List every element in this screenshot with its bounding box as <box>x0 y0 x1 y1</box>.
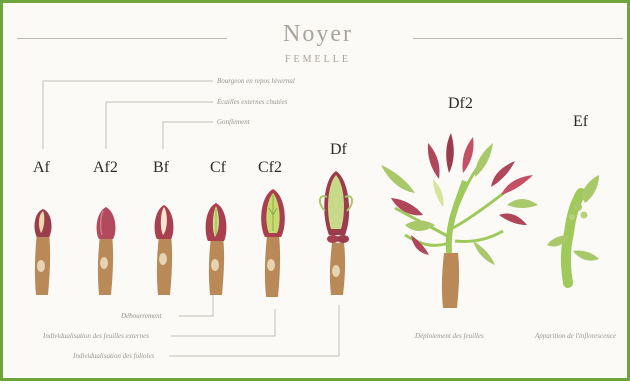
note-external-leaves: Individualisation des feuilles externes <box>43 332 149 340</box>
shoot-ef <box>547 175 599 283</box>
note-budbreak: Débourrement <box>121 312 162 320</box>
bud-df <box>320 171 352 295</box>
stage-label-cf: Cf <box>210 159 226 177</box>
bud-stage-illustrations <box>3 3 630 384</box>
note-leaflets: Individualisation des folioles <box>73 352 154 360</box>
note-external-scales: Écailles externes chutées <box>217 98 287 106</box>
bud-bf <box>155 205 174 295</box>
bud-af2 <box>97 207 116 295</box>
stage-label-df2: Df2 <box>448 95 473 113</box>
shoot-df2 <box>381 133 538 308</box>
bud-cf2 <box>261 189 285 297</box>
stage-label-cf2: Cf2 <box>258 159 282 177</box>
stage-label-af2: Af2 <box>93 159 118 177</box>
stage-label-df: Df <box>330 141 347 159</box>
bud-af <box>35 209 52 295</box>
stage-label-af: Af <box>33 159 50 177</box>
stage-label-ef: Ef <box>573 113 588 131</box>
caption-ef: Apparition de l'inflorescence <box>535 332 616 340</box>
stage-label-bf: Bf <box>153 159 169 177</box>
note-swelling: Gonflement <box>217 118 250 126</box>
bud-cf <box>206 203 227 295</box>
caption-df2: Déploiement des feuilles <box>415 332 484 340</box>
note-winter-rest: Bourgeon en repos hivernal <box>217 77 295 85</box>
